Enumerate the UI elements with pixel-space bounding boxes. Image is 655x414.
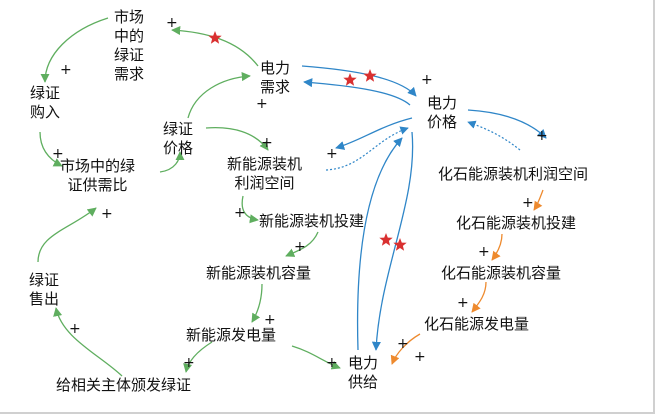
link-cert-price-to-electricity-demand	[187, 72, 251, 119]
link-market-cert-demand-to-cert-purchase	[40, 17, 109, 83]
link-new-energy-generation-to-supply	[291, 345, 341, 370]
polarity-sign: +	[294, 239, 306, 255]
delay-star-marker	[393, 238, 407, 251]
polarity-sign: +	[397, 336, 409, 352]
link-electricity-demand-to-price	[301, 65, 417, 97]
frame-edge-bottom	[0, 412, 655, 414]
link-price-to-supply-right	[371, 131, 414, 351]
node-issue-green-cert: 给相关主体颁发绿证	[56, 376, 192, 394]
node-fossil-profit-space: 化石能源装机利润空间	[438, 165, 589, 183]
polarity-sign: +	[256, 96, 268, 112]
delay-star-marker	[379, 233, 393, 246]
polarity-sign: +	[421, 72, 433, 88]
link-issue-cert-to-cert-sale	[53, 307, 123, 377]
frame-edge-right	[653, 0, 655, 414]
link-fossil-profit-to-price-dotted	[467, 120, 521, 151]
node-electricity-demand: 电力 需求	[260, 59, 291, 96]
link-cert-sale-to-supply-demand-ratio	[37, 207, 97, 263]
link-new-energy-profit-to-investment	[241, 195, 259, 224]
link-price-to-new-energy-profit	[335, 117, 413, 150]
link-electricity-price-to-demand	[303, 78, 411, 106]
link-price-to-fossil-profit	[467, 109, 547, 139]
node-fossil-capacity: 化石能源装机容量	[441, 264, 562, 282]
link-fossil-profit-to-investment	[533, 189, 544, 211]
polarity-sign: +	[326, 146, 338, 162]
node-market-supply-demand-ratio: 市场中的绿 证供需比	[60, 157, 136, 194]
polarity-sign: +	[101, 206, 113, 222]
node-market-green-cert-demand: 市场 中的 绿证 需求	[114, 8, 145, 83]
node-electricity-price: 电力 价格	[427, 94, 458, 131]
polarity-sign: +	[234, 205, 246, 221]
polarity-sign: +	[414, 349, 426, 365]
node-green-cert-purchase: 绿证 购入	[30, 84, 61, 121]
link-cert-purchase-to-supply-demand-ratio	[39, 131, 63, 167]
node-new-energy-capacity: 新能源装机容量	[206, 264, 312, 282]
link-electricity-demand-to-market-cert-demand	[171, 25, 259, 67]
link-new-energy-capacity-to-generation	[251, 283, 263, 323]
link-new-energy-profit-to-price-dotted	[325, 126, 409, 171]
node-fossil-generation: 化石能源发电量	[424, 315, 530, 333]
delay-star-marker	[208, 31, 222, 44]
link-fossil-capacity-to-generation	[471, 281, 487, 313]
link-cert-price-to-new-energy-profit	[205, 126, 269, 151]
node-green-cert-price: 绿证 价格	[163, 120, 194, 157]
polarity-sign: +	[326, 355, 338, 371]
node-new-energy-profit-space: 新能源装机 利润空间	[227, 155, 303, 192]
polarity-sign: +	[183, 355, 195, 371]
link-supply-demand-ratio-to-cert-price	[159, 151, 185, 173]
link-new-energy-generation-to-issue-cert	[183, 341, 213, 373]
link-fossil-generation-to-supply	[390, 333, 421, 365]
polarity-sign: +	[478, 244, 490, 260]
node-green-cert-sale: 绿证 售出	[29, 271, 60, 308]
polarity-sign: +	[166, 15, 178, 31]
polarity-sign: +	[52, 146, 64, 162]
link-fossil-investment-to-capacity	[491, 233, 503, 261]
polarity-sign: +	[536, 128, 548, 144]
link-supply-to-price-left	[356, 137, 403, 351]
node-fossil-investment: 化石能源装机投建	[456, 214, 577, 232]
delay-star-marker	[343, 73, 357, 86]
polarity-sign: +	[457, 295, 469, 311]
polarity-sign: +	[264, 312, 276, 328]
link-new-energy-investment-to-capacity	[285, 231, 319, 257]
delay-star-marker	[363, 69, 377, 82]
node-new-energy-generation: 新能源发电量	[186, 326, 277, 344]
polarity-sign: +	[69, 321, 81, 337]
polarity-sign: +	[60, 62, 72, 78]
node-electricity-supply: 电力 供给	[348, 354, 379, 391]
polarity-sign: +	[522, 195, 534, 211]
node-new-energy-investment: 新能源装机投建	[259, 212, 365, 230]
polarity-sign: +	[261, 135, 273, 151]
